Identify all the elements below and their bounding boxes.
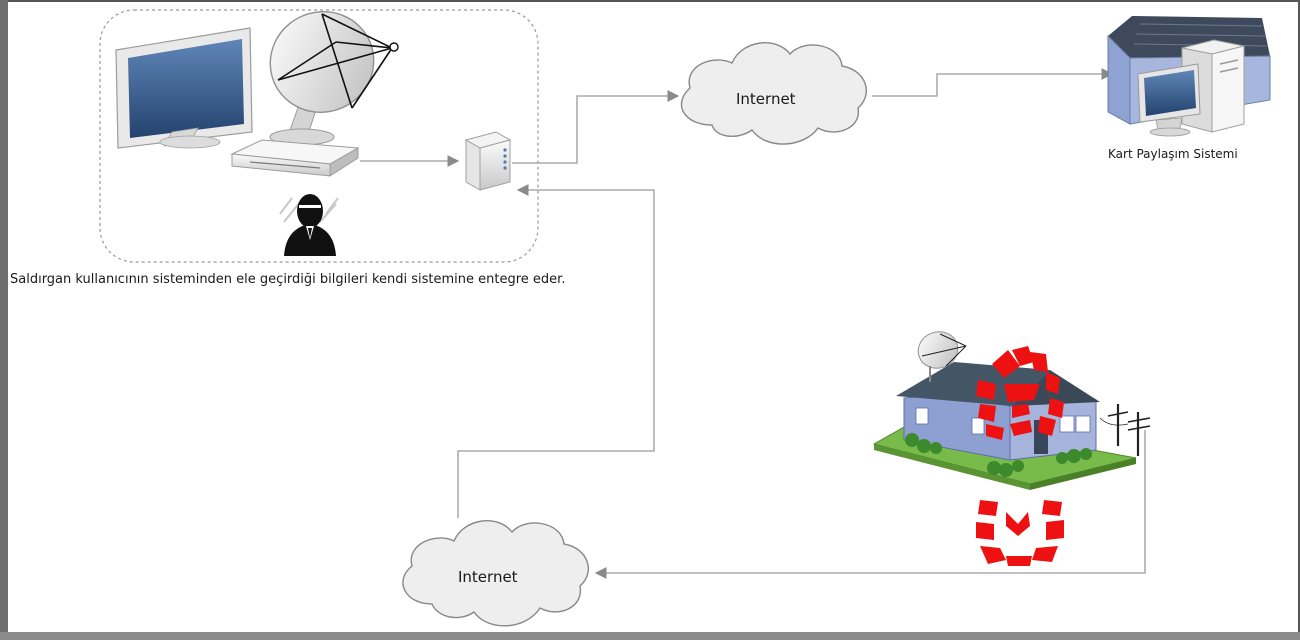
cloud-bottom-label: Internet	[458, 568, 518, 586]
satellite-dish-icon	[269, 11, 399, 146]
server-building-icon	[1107, 16, 1271, 137]
set-top-box-icon	[230, 139, 360, 177]
server-label: Kart Paylaşım Sistemi	[1108, 147, 1238, 161]
cloud-bottom-icon	[402, 520, 589, 627]
cloud-top-label: Internet	[736, 90, 796, 108]
utility-pole-icon	[1099, 404, 1151, 456]
router-icon	[464, 131, 512, 191]
monitor-icon	[115, 27, 253, 149]
attacker-caption: Saldırgan kullanıcının sisteminden ele g…	[10, 272, 566, 287]
house-icon	[872, 331, 1137, 490]
connector-pole-cloud-bottom	[594, 430, 1146, 579]
footprint-bottom-icon	[976, 500, 1064, 566]
connectors	[360, 68, 1146, 579]
attacker-icon	[279, 194, 339, 256]
connector-cloud-top-server	[872, 68, 1114, 97]
footprint-top-icon	[976, 346, 1064, 440]
connector-router-cloud-top	[512, 90, 680, 164]
connector-cloud-bottom-router	[457, 184, 655, 518]
cloud-top-icon	[680, 42, 867, 145]
